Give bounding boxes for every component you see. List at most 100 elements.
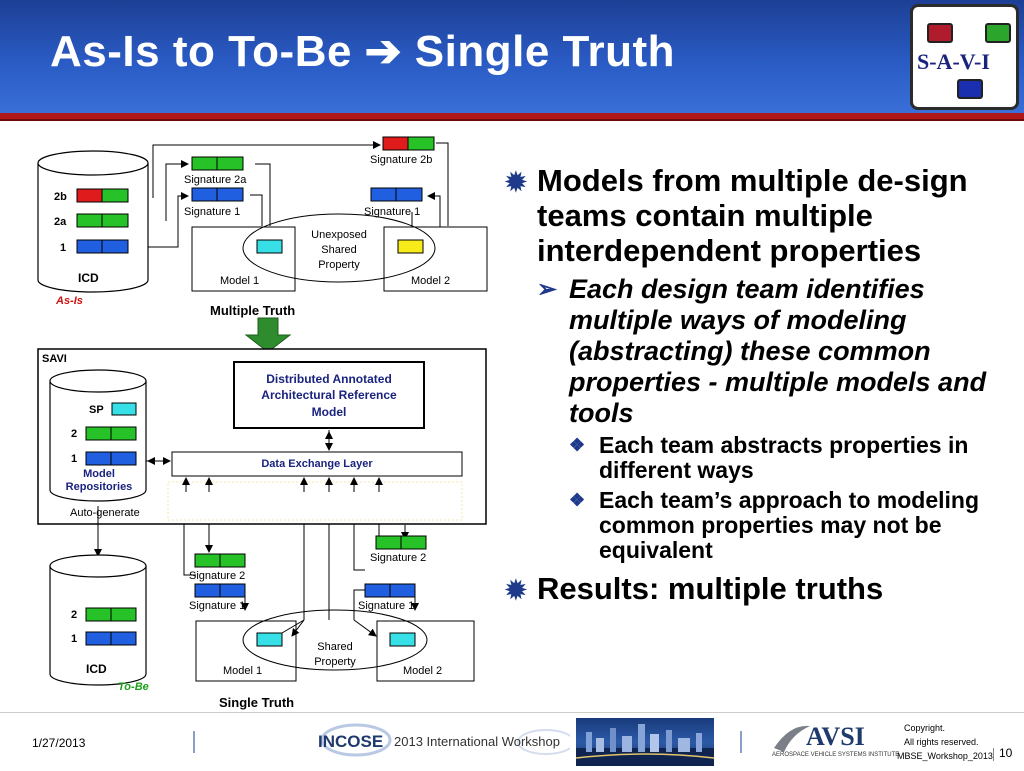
logo-blue-square-icon	[957, 79, 983, 99]
unexposed-shared-ellipse	[242, 213, 436, 283]
shared-label: Property	[314, 656, 356, 668]
sun-bullet-icon: ✹	[505, 167, 527, 197]
single-truth-caption: Single Truth	[219, 695, 294, 710]
bullet-text: Models from multiple de-sign teams conta…	[537, 163, 968, 268]
page-number: 10	[999, 746, 1013, 760]
model-1-box	[195, 620, 297, 682]
repo-label: Repositories	[66, 481, 133, 493]
model-label: Model 2	[411, 275, 450, 287]
bullet-text: Results: multiple truths	[537, 571, 884, 606]
darm-box	[233, 361, 425, 429]
arrowhead-bullet-icon: ➢	[537, 276, 558, 303]
signature-1-right-block: Signature 1	[364, 187, 423, 218]
model-2-box	[383, 226, 488, 292]
footer-separator	[740, 731, 742, 753]
property-cell	[397, 239, 424, 254]
diamond-bullet-icon: ❖	[569, 490, 586, 510]
copyright-text: Copyright.	[904, 723, 946, 733]
title-divider	[0, 113, 1024, 121]
footer-separator	[193, 731, 195, 753]
signature-label: Signature 2	[370, 552, 426, 564]
property-cell	[256, 239, 283, 254]
savi-logo: S-A-V-I	[910, 4, 1019, 110]
signature-2a-block: Signature 2a	[184, 156, 247, 186]
to-be-label: To-Be	[118, 681, 149, 693]
repo-row-label: 1	[71, 453, 77, 465]
workshop-text: 2013 International Workshop	[394, 734, 560, 749]
incose-logo: INCOSE 2013 International Workshop	[316, 722, 575, 760]
footer-separator	[993, 748, 994, 761]
model-2-box	[376, 620, 475, 682]
icd-database-to-be: 2 1 ICD	[49, 554, 147, 686]
icd-label: ICD	[86, 662, 107, 676]
signature-2b-block: Signature 2b	[370, 136, 435, 166]
shared-property-cell	[256, 632, 283, 647]
signature-label: Signature 1	[189, 600, 245, 612]
unexposed-label: Unexposed	[311, 229, 367, 241]
bullet-text: Each design team identifies multiple way…	[569, 274, 987, 428]
slide-title: As-Is to To-Be ➔ Single Truth	[50, 27, 675, 76]
repo-row-label: SP	[89, 404, 104, 416]
filename-text: MBSE_Workshop_2013	[897, 751, 993, 761]
logo-text: S-A-V-I	[917, 49, 990, 74]
darm-label: Architectural Reference	[261, 388, 397, 402]
bullet-text: Each team abstracts properties in differ…	[599, 432, 969, 483]
shared-property-cell	[389, 632, 416, 647]
repo-label: Model	[83, 468, 115, 480]
model-label: Model 1	[223, 665, 262, 677]
icd-row-label: 2a	[54, 216, 67, 228]
incose-text: INCOSE	[318, 732, 384, 751]
signature-label: Signature 2b	[370, 154, 432, 166]
bullet-item: ➢ Each design team identifies multiple wa…	[537, 274, 1005, 429]
as-is-connectors	[130, 141, 449, 248]
model-label: Model 2	[403, 665, 442, 677]
as-is-label: As-Is	[55, 295, 83, 307]
shared-property-ellipse	[242, 609, 428, 671]
bullet-text: Each team’s approach to modeling common …	[599, 487, 980, 563]
multiple-truth-caption: Multiple Truth	[210, 303, 295, 318]
signature-1-right-block: Signature 1	[358, 583, 416, 612]
icd-database-as-is: 2b 2a 1 ICD	[37, 150, 149, 293]
signature-label: Signature 2a	[184, 174, 247, 186]
bullet-item: ❖ Each team’s approach to modeling common…	[569, 488, 1005, 563]
signature-1-left-block: Signature 1	[189, 583, 246, 612]
signature-label: Signature 1	[364, 206, 420, 218]
logo-green-square-icon	[985, 23, 1011, 43]
avsi-swoosh-icon	[774, 725, 810, 752]
darm-label: Model	[312, 405, 347, 419]
model-label: Model 1	[220, 275, 259, 287]
title-bar: As-Is to To-Be ➔ Single Truth	[0, 0, 1024, 113]
model-1-box	[191, 226, 296, 292]
diamond-bullet-icon: ❖	[569, 435, 586, 455]
signature-2-right-block: Signature 2	[370, 535, 427, 564]
icd-row-label: 1	[60, 242, 66, 254]
avsi-subtext: AEROSPACE VEHICLE SYSTEMS INSTITUTE	[772, 752, 900, 758]
signature-1-left-block: Signature 1	[184, 187, 244, 218]
footer-divider	[0, 712, 1024, 713]
icd-row-label: 2b	[54, 191, 67, 203]
sun-bullet-icon: ✹	[505, 575, 527, 605]
avsi-logo: AVSI AEROSPACE VEHICLE SYSTEMS INSTITUTE	[770, 718, 899, 762]
del-label: Data Exchange Layer	[261, 458, 373, 470]
transition-arrow-icon	[244, 317, 292, 353]
bullet-item: ✹ Models from multiple de-sign teams cont…	[505, 163, 1005, 268]
bullet-item: ✹ Results: multiple truths	[505, 571, 1005, 606]
auto-generate-label: Auto-generate	[70, 507, 140, 519]
signature-label: Signature 1	[184, 206, 240, 218]
signature-2-left-block: Signature 2	[189, 553, 246, 582]
bullet-item: ❖ Each team abstracts properties in diffe…	[569, 433, 1005, 483]
bullet-list: ✹ Models from multiple de-sign teams cont…	[505, 163, 1005, 612]
darm-label: Distributed Annotated	[266, 372, 392, 386]
savi-label: SAVI	[42, 353, 67, 365]
unexposed-label: Property	[318, 259, 360, 271]
del-up-arrows	[182, 477, 383, 492]
rights-text: All rights reserved.	[904, 737, 979, 747]
shared-label: Shared	[317, 641, 352, 653]
model-repositories-database: SP 2 1 Model Repositories	[49, 369, 147, 502]
icd-row-label: 2	[71, 609, 77, 621]
signature-label: Signature 2	[189, 570, 245, 582]
data-exchange-layer	[171, 451, 463, 477]
signature-label: Signature 1	[358, 600, 414, 612]
avsi-text: AVSI	[806, 722, 865, 751]
footer-date: 1/27/2013	[32, 736, 86, 750]
